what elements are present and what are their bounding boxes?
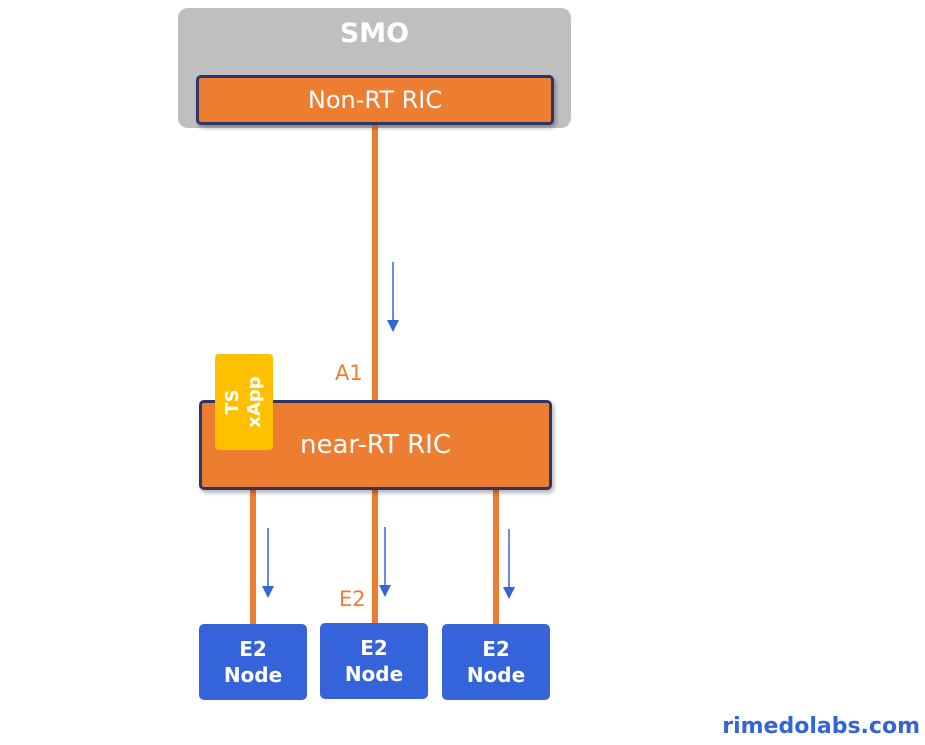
e2-node-1: E2 Node: [199, 624, 307, 700]
e2-node-1-line1: E2: [239, 637, 267, 661]
e2-node-3-line1: E2: [482, 637, 510, 661]
e2-connection-line-3: [493, 488, 499, 628]
e2-node-3-line2: Node: [466, 663, 526, 687]
near-rt-ric-label: near-RT RIC: [299, 430, 452, 460]
e2-connection-line-1: [250, 488, 256, 628]
ts-xapp-label: TS xApp: [222, 376, 266, 427]
non-rt-ric-box: Non-RT RIC: [196, 75, 554, 125]
e2-down-arrow-icon-3: [503, 529, 515, 599]
ts-xapp-box: TS xApp: [215, 354, 273, 450]
a1-interface-label: A1: [335, 361, 363, 385]
e2-node-1-line2: Node: [223, 663, 283, 687]
e2-down-arrow-icon-2: [379, 527, 391, 597]
a1-down-arrow-icon: [387, 262, 399, 332]
e2-down-arrow-icon-1: [262, 528, 274, 598]
e2-node-2-line1: E2: [360, 636, 388, 660]
brand-watermark: rimedolabs.com: [722, 714, 920, 739]
ts-xapp-line1: TS: [222, 389, 243, 415]
e2-connection-line-2: [372, 488, 378, 628]
ts-xapp-line2: xApp: [244, 376, 265, 428]
e2-interface-label: E2: [339, 587, 366, 611]
e2-node-3: E2 Node: [442, 624, 550, 700]
e2-node-2: E2 Node: [320, 623, 428, 699]
a1-connection-line: [372, 124, 378, 402]
smo-title: SMO: [339, 18, 410, 49]
e2-node-2-line2: Node: [344, 662, 404, 686]
